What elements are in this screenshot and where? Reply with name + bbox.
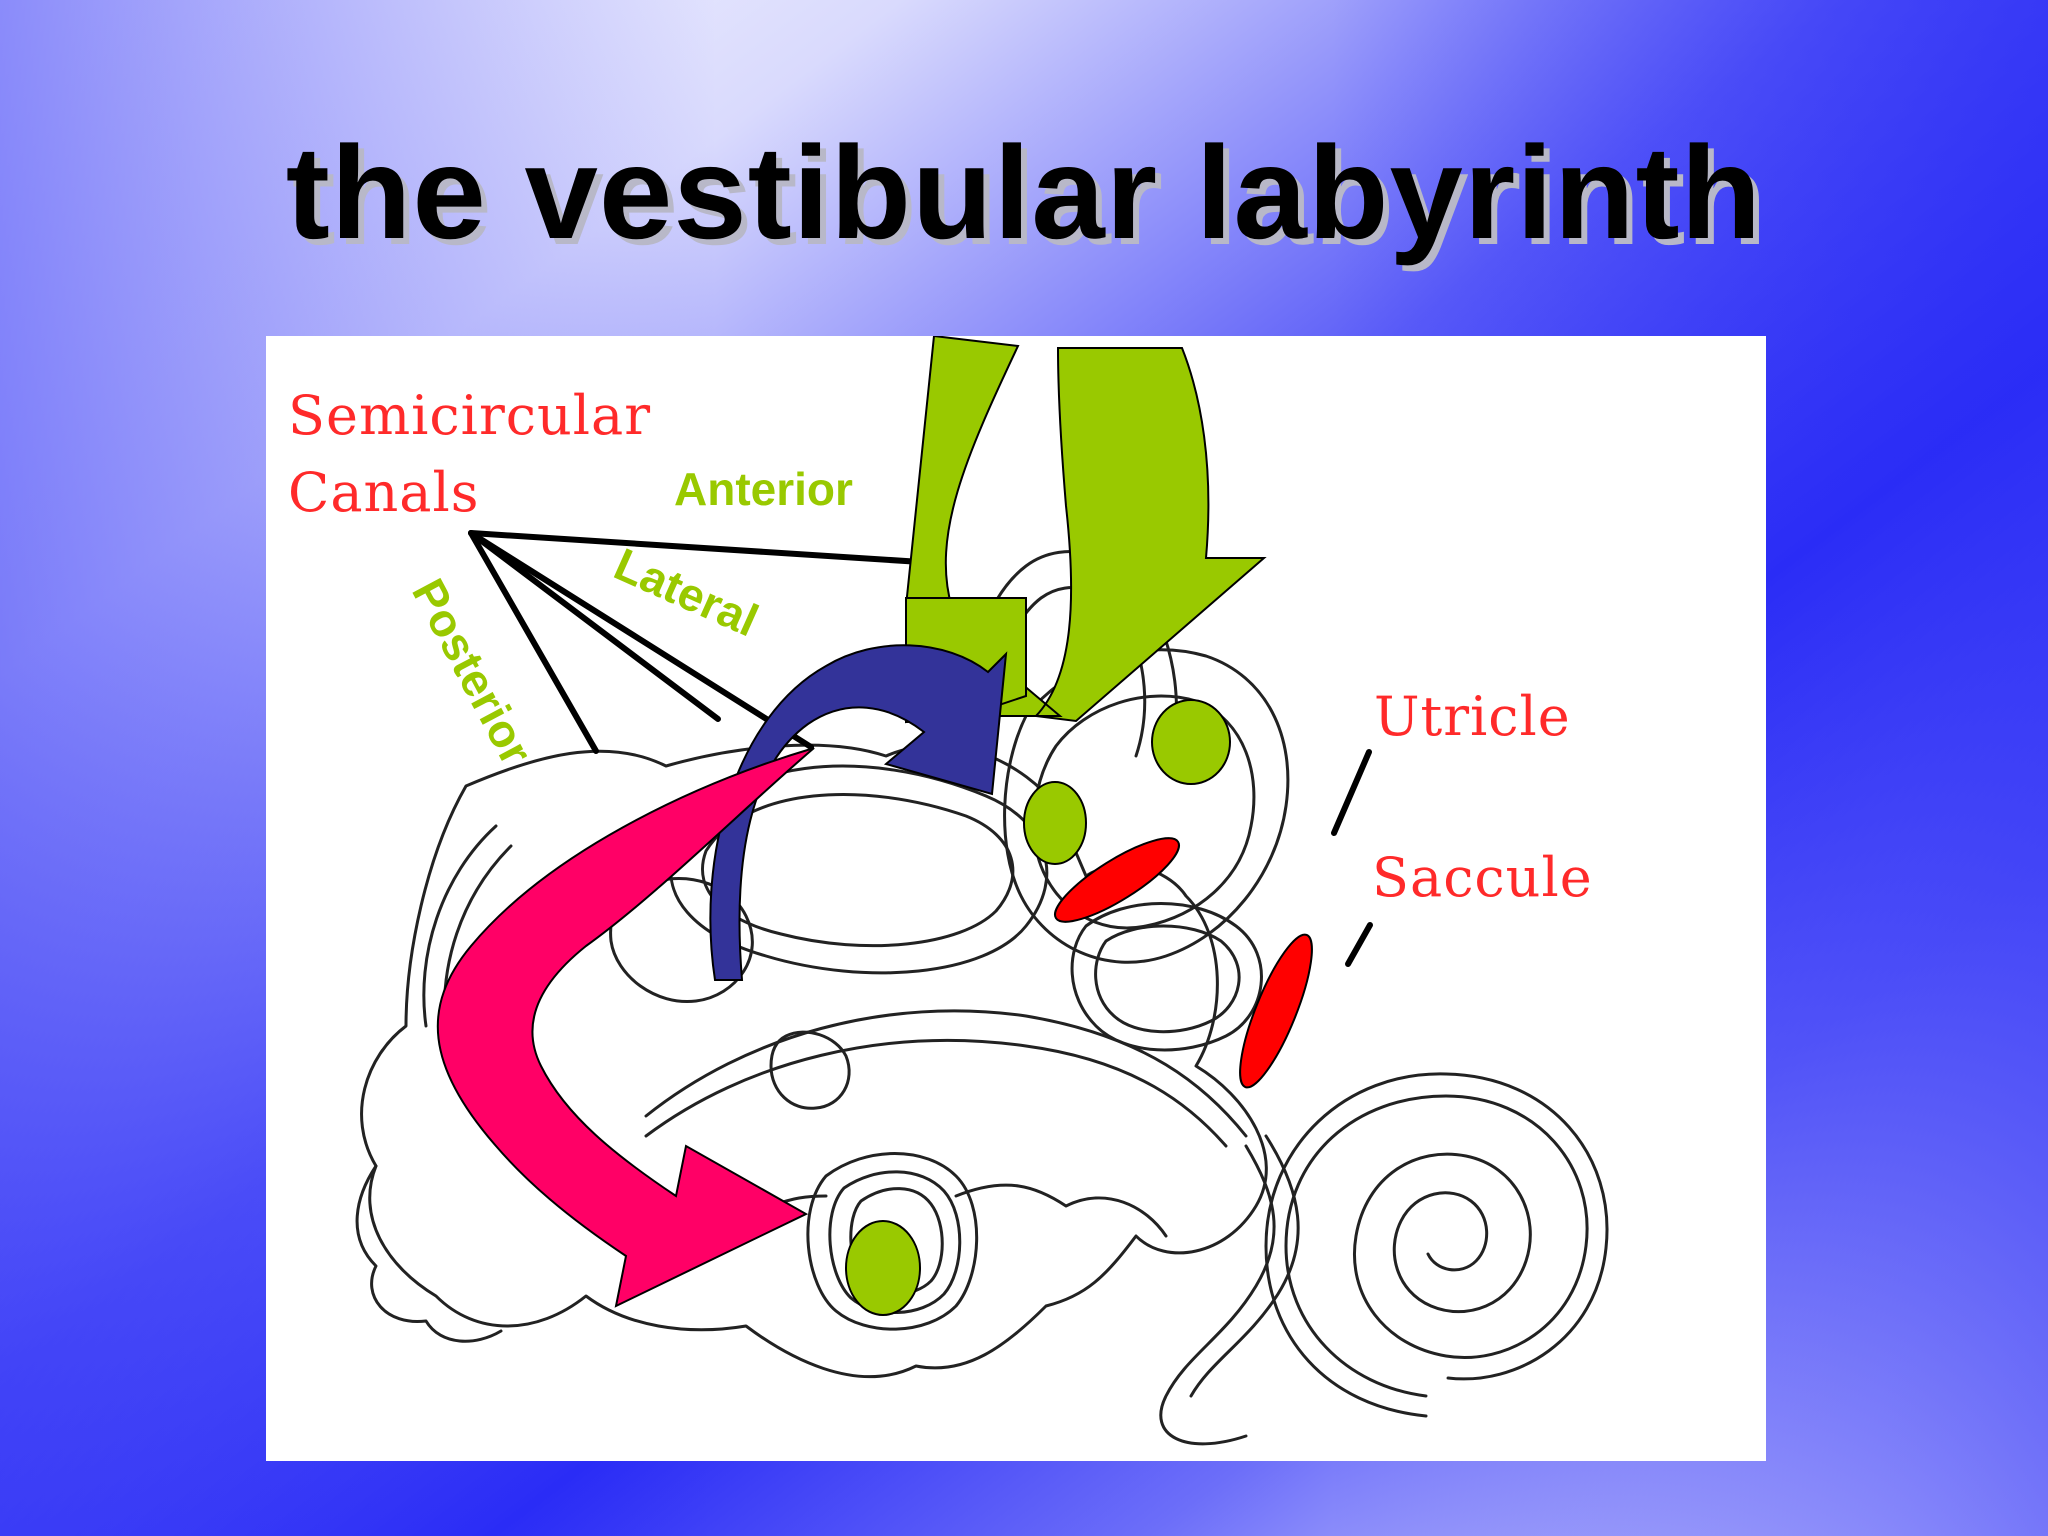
label-canals: Canals (288, 461, 479, 524)
labyrinth-illustration: Semicircular Canals Anterior Lateral Pos… (288, 336, 1609, 1446)
label-semicircular: Semicircular (288, 384, 651, 447)
leader-line-utricle (1331, 749, 1372, 836)
saccule-macula-lower (1239, 933, 1313, 1089)
leader-line-anterior (468, 530, 924, 565)
slide-title: the vestibular labyrinth (285, 119, 1763, 266)
leader-line-posterior-b (468, 530, 721, 722)
posterior-canal-arrow (436, 747, 815, 1308)
leader-line-lateral (468, 530, 814, 750)
label-utricle: Utricle (1374, 685, 1571, 748)
lateral-canal-arrow (709, 644, 1008, 981)
label-posterior: Posterior (402, 570, 543, 773)
label-anterior: Anterior (674, 463, 853, 515)
labyrinth-diagram: Semicircular Canals Anterior Lateral Pos… (266, 336, 1766, 1461)
canal-leader-lines (468, 530, 924, 754)
utricle-macula (845, 699, 1231, 1316)
utricle-macula-upper (1151, 699, 1231, 785)
saccule-macula-upper (1054, 837, 1180, 923)
label-saccule: Saccule (1372, 846, 1593, 909)
otolith-leader-lines (1331, 749, 1373, 967)
saccule-macula (1054, 837, 1313, 1089)
utricle-macula-lower (1023, 781, 1087, 865)
leader-line-posterior-a (468, 530, 599, 754)
ampulla-crista (845, 1220, 921, 1316)
leader-line-saccule (1345, 922, 1373, 967)
